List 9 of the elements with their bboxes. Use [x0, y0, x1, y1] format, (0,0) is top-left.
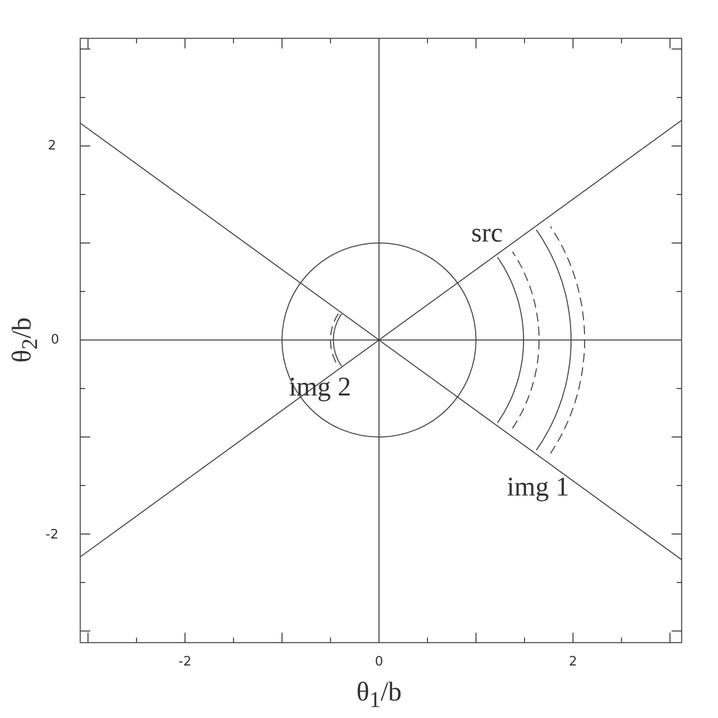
- tick-label: 0: [374, 656, 384, 668]
- tick-label: 0: [50, 334, 60, 346]
- tick-label: 2: [48, 140, 56, 152]
- tick-label: -2: [178, 656, 192, 668]
- axis-label: θ$_{1}$/b: [356, 678, 402, 712]
- tick-label: -2: [46, 528, 58, 542]
- curve-label: img 1: [506, 474, 570, 500]
- tick-label: 2: [568, 656, 578, 668]
- curve-label: src: [471, 220, 503, 246]
